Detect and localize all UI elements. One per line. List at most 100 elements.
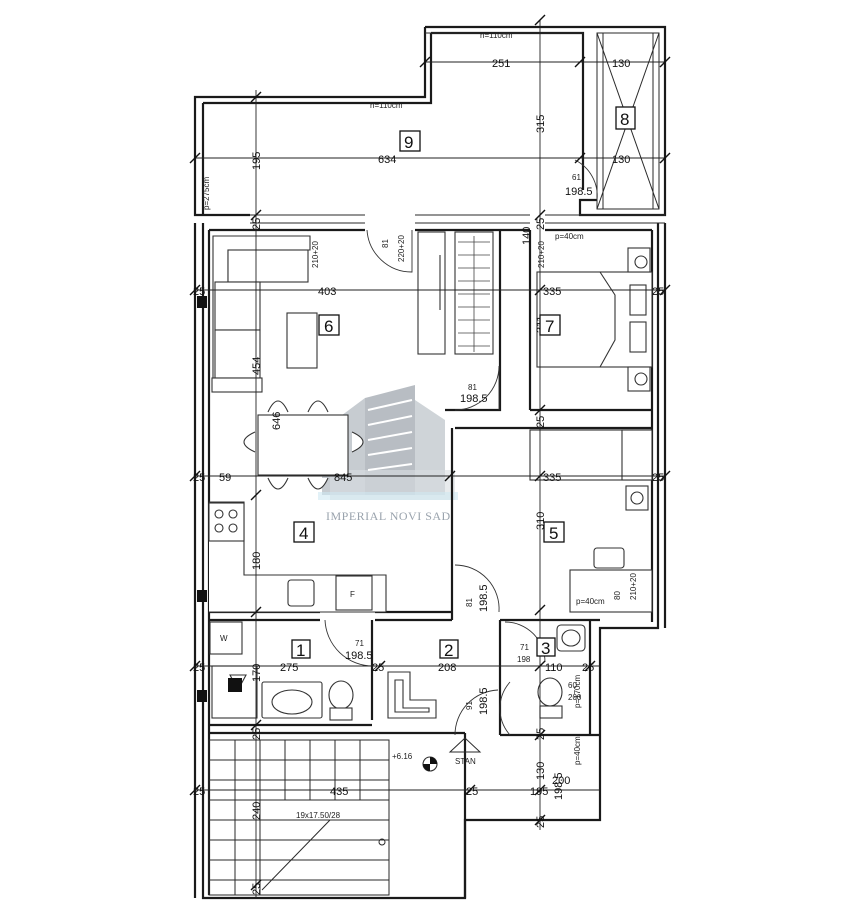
dim-170: 170 — [251, 664, 263, 682]
dim-80: 80 — [613, 591, 622, 600]
note-w210-a: 210+20 — [311, 241, 320, 268]
svg-text:5: 5 — [549, 524, 558, 543]
elevation-text: +6.16 — [392, 752, 413, 761]
dim-198: 198 — [517, 655, 531, 664]
dim-200a: 200 — [568, 693, 582, 702]
dim-61: 61 — [572, 173, 581, 182]
elevation-marker — [422, 756, 438, 772]
note-p170: p=170cm — [573, 675, 582, 708]
dim-195a: 195 — [251, 152, 263, 170]
dim-81c: 81 — [465, 598, 474, 607]
dim-1985e: 198.5 — [478, 687, 490, 715]
dim-1985d: 198.5 — [345, 650, 373, 662]
dimension-lines — [189, 14, 671, 898]
dim-71b: 71 — [520, 643, 529, 652]
dim-59: 59 — [219, 472, 231, 484]
dimension-labels: 251 130 634 130 315 195 25 403 335 25 45… — [193, 58, 664, 895]
dim-315: 315 — [535, 115, 547, 133]
dim-81b: 81 — [468, 383, 477, 392]
room-3-label: 3 — [536, 637, 556, 658]
note-p40-top: p=40cm — [555, 232, 584, 241]
note-p40-mid: p=40cm — [576, 597, 605, 606]
svg-text:1: 1 — [296, 641, 305, 660]
dim-435: 435 — [330, 786, 348, 798]
svg-text:9: 9 — [404, 133, 413, 152]
dim-140: 140 — [521, 227, 533, 245]
dim-25-right1: 25 — [652, 286, 664, 298]
dim-25-mid2: 25 — [372, 662, 384, 674]
dim-25-left4: 25 — [193, 786, 205, 798]
dim-251: 251 — [492, 58, 510, 70]
dim-180: 180 — [251, 552, 263, 570]
dim-240: 240 — [251, 802, 263, 820]
room-9-label: 9 — [399, 130, 421, 152]
furniture: F W — [197, 231, 653, 721]
dim-25-mid8: 25 — [251, 218, 263, 230]
dim-275: 275 — [280, 662, 298, 674]
fridge-label: F — [350, 590, 355, 599]
watermark-text: IMPERIAL NOVI SAD — [326, 509, 451, 523]
dim-25-mid1: 25 — [535, 416, 547, 428]
dim-25-left1: 25 — [193, 286, 205, 298]
dim-25-mid3: 25 — [466, 786, 478, 798]
dim-335b: 335 — [543, 472, 561, 484]
dim-646: 646 — [271, 412, 283, 430]
dim-845: 845 — [334, 472, 352, 484]
svg-text:8: 8 — [620, 110, 629, 129]
svg-text:6: 6 — [324, 317, 333, 336]
dim-335a: 335 — [543, 286, 561, 298]
svg-text:7: 7 — [545, 317, 554, 336]
room-4-label: 4 — [293, 521, 315, 543]
dim-130b: 130 — [612, 154, 630, 166]
dim-1985a: 198.5 — [565, 186, 593, 198]
annotations: h=110cm h=110cm p=275cm p=40cm p=40cm p=… — [202, 31, 638, 765]
dim-1985f: 198.5 — [553, 772, 565, 800]
dim-25-mid6: 25 — [251, 728, 263, 740]
room-5-label: 5 — [543, 521, 565, 543]
dim-1985b: 198.5 — [460, 393, 488, 405]
dim-25-left2: 25 — [193, 472, 205, 484]
dim-25-mid4: 25 — [535, 728, 547, 740]
svg-text:4: 4 — [299, 524, 308, 543]
washer-label: W — [220, 634, 228, 643]
dim-25-left3: 25 — [193, 662, 205, 674]
note-w210-c: 210+20 — [629, 573, 638, 600]
dim-403: 403 — [318, 286, 336, 298]
stan-label: STAN — [455, 757, 476, 766]
dim-25-mid7: 25 — [251, 883, 263, 895]
room-labels: 9 8 6 7 4 5 1 2 — [291, 106, 636, 660]
door-swings — [324, 159, 598, 753]
room-2-label: 2 — [439, 639, 459, 660]
note-p40-right: p=40cm — [573, 736, 582, 765]
dim-71a: 71 — [355, 639, 364, 648]
dim-110: 110 — [545, 662, 563, 674]
note-w210-b: 210+20 — [537, 241, 546, 268]
dim-25-right2: 25 — [652, 472, 664, 484]
room-8-label: 8 — [615, 106, 636, 130]
room-7-label: 7 — [539, 314, 561, 336]
dim-91: 91 — [465, 701, 474, 710]
dim-200b: 200 — [552, 775, 570, 787]
dim-208: 208 — [438, 662, 456, 674]
stairs-note: 19x17.50/28 — [296, 811, 341, 820]
room-6-label: 6 — [318, 314, 340, 336]
room-1-label: 1 — [291, 639, 311, 660]
dim-454: 454 — [251, 357, 263, 375]
note-p275: p=275cm — [202, 177, 211, 210]
svg-text:3: 3 — [541, 639, 550, 658]
dim-1985c: 198.5 — [478, 584, 490, 612]
svg-text:2: 2 — [444, 641, 453, 660]
note-h110-left: h=110cm — [370, 101, 403, 110]
dim-195b: 195 — [530, 786, 548, 798]
dim-130a: 130 — [612, 58, 630, 70]
note-h110-top: h=110cm — [480, 31, 513, 40]
dim-81a: 81 — [381, 239, 390, 248]
note-w220: 220+20 — [397, 235, 406, 262]
dim-130c: 130 — [535, 762, 547, 780]
dim-25-mid9: 25 — [535, 218, 547, 230]
dim-634: 634 — [378, 154, 396, 166]
dim-60: 60 — [568, 681, 577, 690]
dim-25-right3: 25 — [582, 662, 594, 674]
dim-25-mid5: 25 — [535, 816, 547, 828]
